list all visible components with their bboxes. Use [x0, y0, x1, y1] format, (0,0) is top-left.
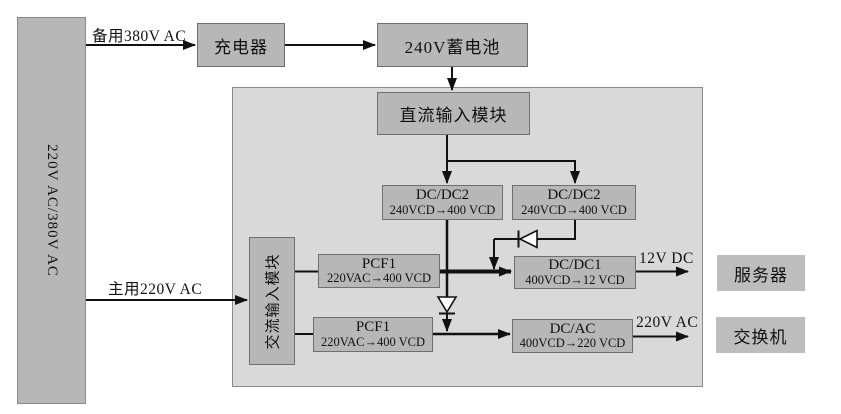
- dcdc2-left-title: DC/DC2: [415, 187, 470, 204]
- pcf1-top-spec: 220VAC→400 VCD: [326, 271, 432, 286]
- charger-label: 充电器: [214, 37, 268, 57]
- output-12v-label: 12V DC: [639, 250, 694, 267]
- output-220v-label: 220V AC: [636, 314, 699, 331]
- main-feed-label: 主用220V AC: [108, 281, 203, 298]
- node-pcf1-bottom: PCF1 220VAC→400 VCD: [313, 317, 433, 352]
- node-charger: 充电器: [197, 23, 285, 67]
- dcdc2-right-spec: 240VCD→400 VCD: [521, 202, 627, 217]
- node-pcf1-top: PCF1 220VAC→400 VCD: [318, 254, 440, 288]
- dc-input-label: 直流输入模块: [399, 106, 508, 125]
- node-battery: 240V蓄电池: [377, 23, 528, 67]
- dcdc1-spec: 400VCD→12 VCD: [525, 272, 625, 287]
- node-ac-input-module: 交流输入模块: [249, 237, 295, 365]
- node-dc-input-module: 直流输入模块: [377, 92, 530, 135]
- dcac-spec: 400VCD→220 VCD: [519, 336, 626, 351]
- server-label: 服务器: [734, 265, 788, 285]
- ac-input-label: 交流输入模块: [265, 252, 282, 350]
- dcac-title: DC/AC: [549, 320, 596, 337]
- node-dcdc1: DC/DC1 400VCD→12 VCD: [514, 256, 636, 289]
- dcdc2-left-spec: 240VCD→400 VCD: [389, 202, 496, 217]
- node-dcac: DC/AC 400VCD→220 VCD: [512, 319, 633, 353]
- node-dcdc2-left: DC/DC2 240VCD→400 VCD: [382, 185, 503, 220]
- mains-label: 220V AC/380V AC: [44, 144, 60, 277]
- pcf1-bottom-title: PCF1: [355, 319, 391, 336]
- pcf1-bottom-spec: 220VAC→400 VCD: [320, 334, 426, 349]
- node-dcdc2-right: DC/DC2 240VCD→400 VCD: [512, 185, 636, 220]
- dcdc1-title: DC/DC1: [548, 257, 602, 274]
- battery-label: 240V蓄电池: [404, 37, 501, 57]
- backup-feed-label: 备用380V AC: [92, 28, 187, 45]
- switch-label: 交换机: [733, 327, 788, 347]
- dcdc2-right-title: DC/DC2: [547, 187, 601, 204]
- pcf1-top-title: PCF1: [361, 255, 397, 272]
- node-server: 服务器: [717, 255, 805, 291]
- node-switch: 交换机: [716, 317, 805, 353]
- node-mains-source: 220V AC/380V AC: [17, 17, 86, 404]
